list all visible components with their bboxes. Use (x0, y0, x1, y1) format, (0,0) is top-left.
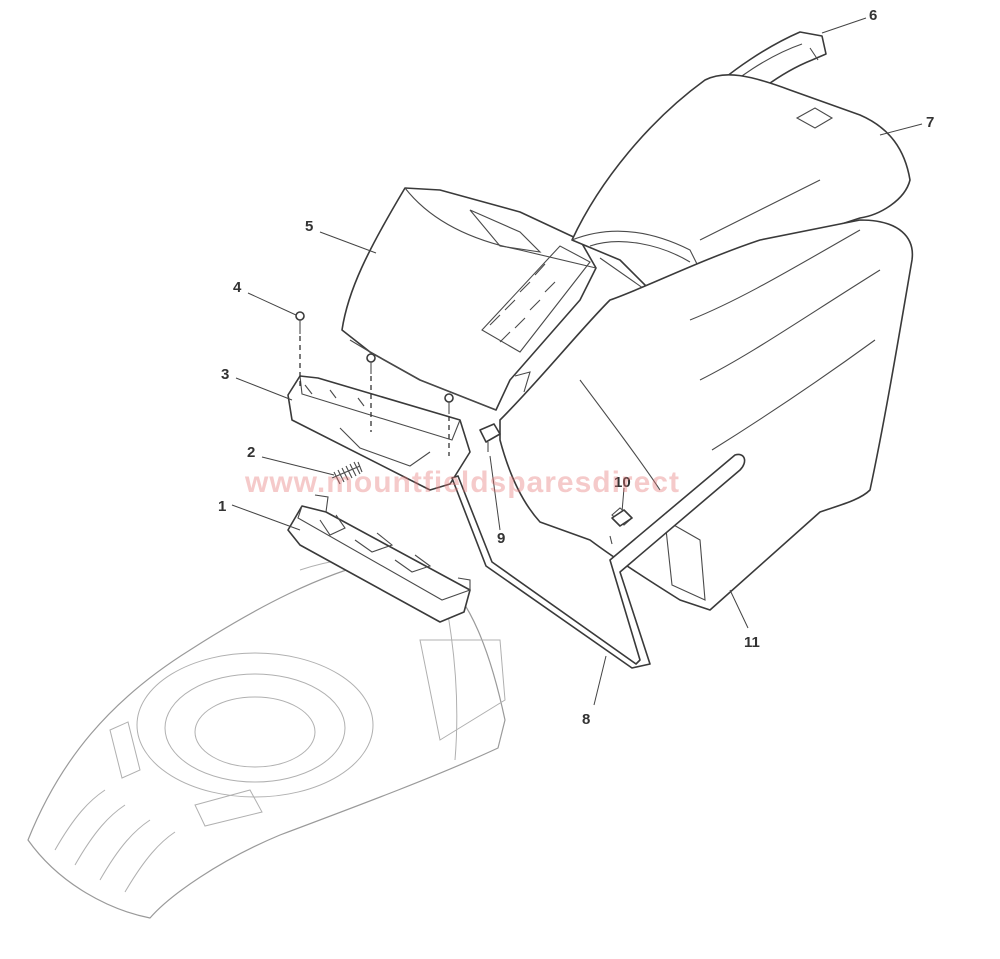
part-11-grass-bag (499, 219, 914, 611)
callout-9: 9 (497, 530, 505, 547)
callout-labels: 1 2 3 4 5 6 7 8 9 10 11 (218, 7, 934, 728)
callout-7: 7 (926, 114, 934, 131)
part-10-clip (609, 509, 633, 545)
watermark-text: www.mountfieldsparesdirect (244, 466, 680, 499)
part-5-control-cover (341, 187, 597, 411)
callout-6: 6 (869, 7, 877, 24)
part-1-flap-base (287, 494, 471, 623)
callout-3: 3 (221, 366, 229, 383)
callout-5: 5 (305, 218, 313, 235)
part-9-clip (479, 423, 501, 452)
callout-11: 11 (744, 634, 760, 651)
callout-4: 4 (233, 279, 242, 296)
part-3-flap-bracket (287, 375, 471, 491)
callout-1: 1 (218, 498, 226, 515)
callout-2: 2 (247, 444, 255, 461)
part-2-spring (331, 461, 363, 485)
part-8-wire-frame (451, 453, 746, 669)
callout-8: 8 (582, 711, 590, 728)
leader-lines (231, 17, 923, 706)
callout-10: 10 (614, 474, 631, 491)
mower-deck (27, 558, 506, 919)
